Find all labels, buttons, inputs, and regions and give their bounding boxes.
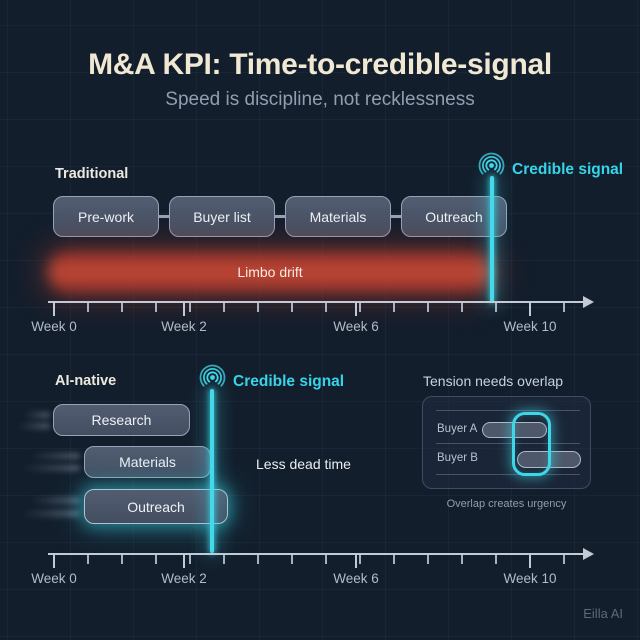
- speed-trail: [30, 497, 80, 504]
- traditional-section-label: Traditional: [55, 166, 129, 182]
- ai-axis-ticks: [53, 555, 566, 564]
- axis-tick-major: [529, 555, 531, 568]
- traditional-axis-ticks: [53, 303, 566, 312]
- panel-separator: [436, 443, 580, 444]
- broadcast-signal-icon: [478, 152, 505, 179]
- stage-box-outreach: Outreach: [401, 196, 507, 237]
- stage-box-materials: Materials: [285, 196, 391, 237]
- speed-trail: [18, 423, 50, 429]
- axis-tick-major: [183, 555, 185, 568]
- ai-stage-box-research: Research: [53, 404, 190, 436]
- axis-tick-major: [355, 303, 357, 316]
- traditional-axis-line: [48, 301, 585, 303]
- less-dead-time-note: Less dead time: [256, 456, 351, 472]
- traditional-week-10-label: Week 10: [503, 319, 557, 334]
- panel-separator: [436, 474, 580, 475]
- axis-tick-major: [53, 555, 55, 568]
- panel-separator: [436, 410, 580, 411]
- ai-week-6-label: Week 6: [333, 571, 379, 586]
- speed-trail: [22, 510, 80, 517]
- overlap-panel-title: Tension needs overlap: [423, 373, 564, 389]
- credible-signal-line-ai: [210, 389, 214, 553]
- limbo-drift-bar: [48, 251, 492, 293]
- stage-connector: [159, 215, 169, 218]
- traditional-axis-arrowhead: [583, 296, 594, 308]
- speed-trail: [24, 412, 50, 418]
- limbo-drift-label: Limbo drift: [237, 264, 303, 280]
- ai-week-10-label: Week 10: [503, 571, 557, 586]
- stage-connector: [391, 215, 401, 218]
- page-title: M&A KPI: Time-to-credible-signal: [88, 48, 552, 81]
- ai-stage-box-outreach: Outreach: [84, 489, 228, 524]
- overlap-panel: Buyer A Buyer B: [422, 396, 591, 489]
- speed-trail: [30, 453, 80, 459]
- ai-stage-box-materials: Materials: [84, 446, 211, 478]
- traditional-week-0-label: Week 0: [31, 319, 77, 334]
- ai-week-0-label: Week 0: [31, 571, 77, 586]
- credible-signal-label-traditional: Credible signal: [512, 161, 624, 178]
- overlap-highlight-rect: [512, 412, 551, 476]
- stage-box-buyer-list: Buyer list: [169, 196, 275, 237]
- brand-watermark: Eilla AI: [583, 606, 623, 621]
- credible-signal-label-ai: Credible signal: [233, 373, 345, 390]
- overlap-panel-caption: Overlap creates urgency: [446, 498, 567, 510]
- ai-native-section-label: AI-native: [55, 373, 117, 389]
- buyer-b-label: Buyer B: [437, 452, 478, 464]
- ai-axis-line: [48, 553, 585, 555]
- traditional-week-6-label: Week 6: [333, 319, 379, 334]
- ai-week-2-label: Week 2: [161, 571, 207, 586]
- axis-tick-major: [53, 303, 55, 316]
- buyer-a-label: Buyer A: [437, 423, 478, 435]
- stage-box-pre-work: Pre-work: [53, 196, 159, 237]
- stage-connector: [275, 215, 285, 218]
- credible-signal-line-traditional: [490, 176, 494, 303]
- page-subtitle: Speed is discipline, not recklessness: [165, 89, 475, 110]
- traditional-week-2-label: Week 2: [161, 319, 207, 334]
- axis-tick-major: [183, 303, 185, 316]
- ai-axis-arrowhead: [583, 548, 594, 560]
- axis-tick-major: [355, 555, 357, 568]
- speed-trail: [22, 465, 80, 471]
- axis-tick-major: [529, 303, 531, 316]
- broadcast-signal-icon: [199, 364, 226, 391]
